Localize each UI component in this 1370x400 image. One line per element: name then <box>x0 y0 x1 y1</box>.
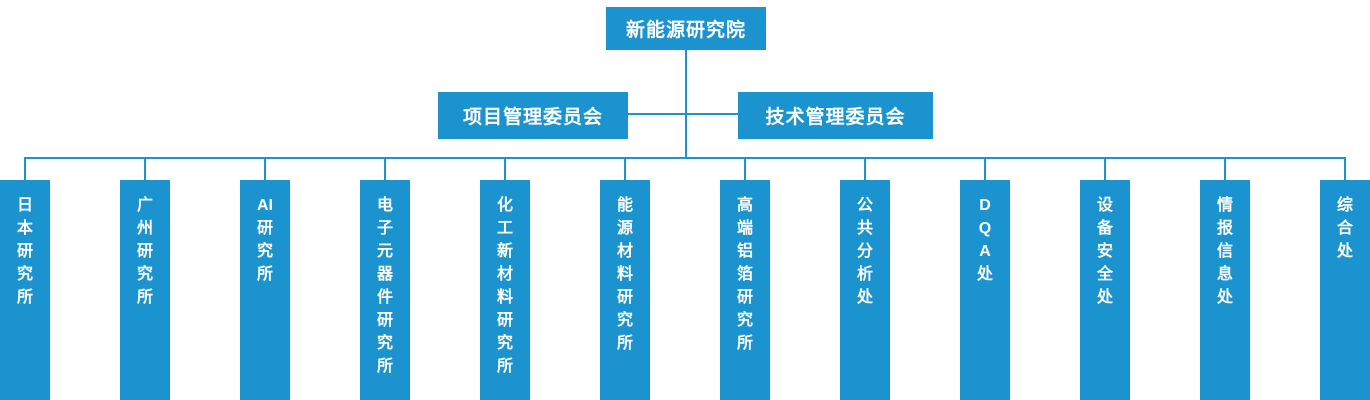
node-equipment-safety-office-label: 设备安全处 <box>1096 197 1113 306</box>
connector-drop <box>744 157 746 181</box>
node-energy-materials-institute: 能源材料研究所 <box>600 180 650 400</box>
node-intelligence-information-office: 情报信息处 <box>1200 180 1250 400</box>
connector-drop <box>1224 157 1226 181</box>
node-chemical-new-materials-institute-label: 化工新材料研究所 <box>496 197 513 375</box>
connector-drop <box>984 157 986 181</box>
connector-drop <box>384 157 386 181</box>
node-technical-management-committee-label: 技术管理委员会 <box>765 107 906 128</box>
connector-root-trunk <box>685 50 687 159</box>
node-root-institute-label: 新能源研究院 <box>625 20 746 41</box>
node-chemical-new-materials-institute: 化工新材料研究所 <box>480 180 530 400</box>
node-public-analysis-office: 公共分析处 <box>840 180 890 400</box>
connector-drop <box>1104 157 1106 181</box>
connector-committee-line <box>628 113 738 115</box>
node-japan-institute: 日本研究所 <box>0 180 50 400</box>
node-equipment-safety-office: 设备安全处 <box>1080 180 1130 400</box>
node-energy-materials-institute-label: 能源材料研究所 <box>616 197 633 352</box>
node-ai-institute-label: AI研究所 <box>256 197 273 283</box>
connector-drop <box>504 157 506 181</box>
connector-drop <box>144 157 146 181</box>
node-general-office-label: 综合处 <box>1336 197 1353 260</box>
node-electronic-components-institute: 电子元器件研究所 <box>360 180 410 400</box>
node-dqa-office: DQA处 <box>960 180 1010 400</box>
node-public-analysis-office-label: 公共分析处 <box>856 197 873 306</box>
connector-drop <box>624 157 626 181</box>
node-project-management-committee: 项目管理委员会 <box>438 92 628 139</box>
node-aluminum-foil-institute-label: 高端铝箔研究所 <box>736 197 753 352</box>
node-root-institute: 新能源研究院 <box>606 7 766 50</box>
connector-drop <box>864 157 866 181</box>
node-project-management-committee-label: 项目管理委员会 <box>462 107 603 128</box>
node-electronic-components-institute-label: 电子元器件研究所 <box>376 197 393 375</box>
node-general-office: 综合处 <box>1320 180 1370 400</box>
node-guangzhou-institute: 广州研究所 <box>120 180 170 400</box>
connector-drop <box>1344 157 1346 181</box>
node-intelligence-information-office-label: 情报信息处 <box>1216 197 1233 306</box>
node-technical-management-committee: 技术管理委员会 <box>738 92 933 139</box>
node-dqa-office-label: DQA处 <box>976 197 993 283</box>
connector-drop <box>24 157 26 181</box>
connector-distribution-line <box>24 157 1346 159</box>
connector-drop <box>264 157 266 181</box>
node-japan-institute-label: 日本研究所 <box>16 197 33 306</box>
node-ai-institute: AI研究所 <box>240 180 290 400</box>
node-guangzhou-institute-label: 广州研究所 <box>136 197 153 306</box>
node-aluminum-foil-institute: 高端铝箔研究所 <box>720 180 770 400</box>
